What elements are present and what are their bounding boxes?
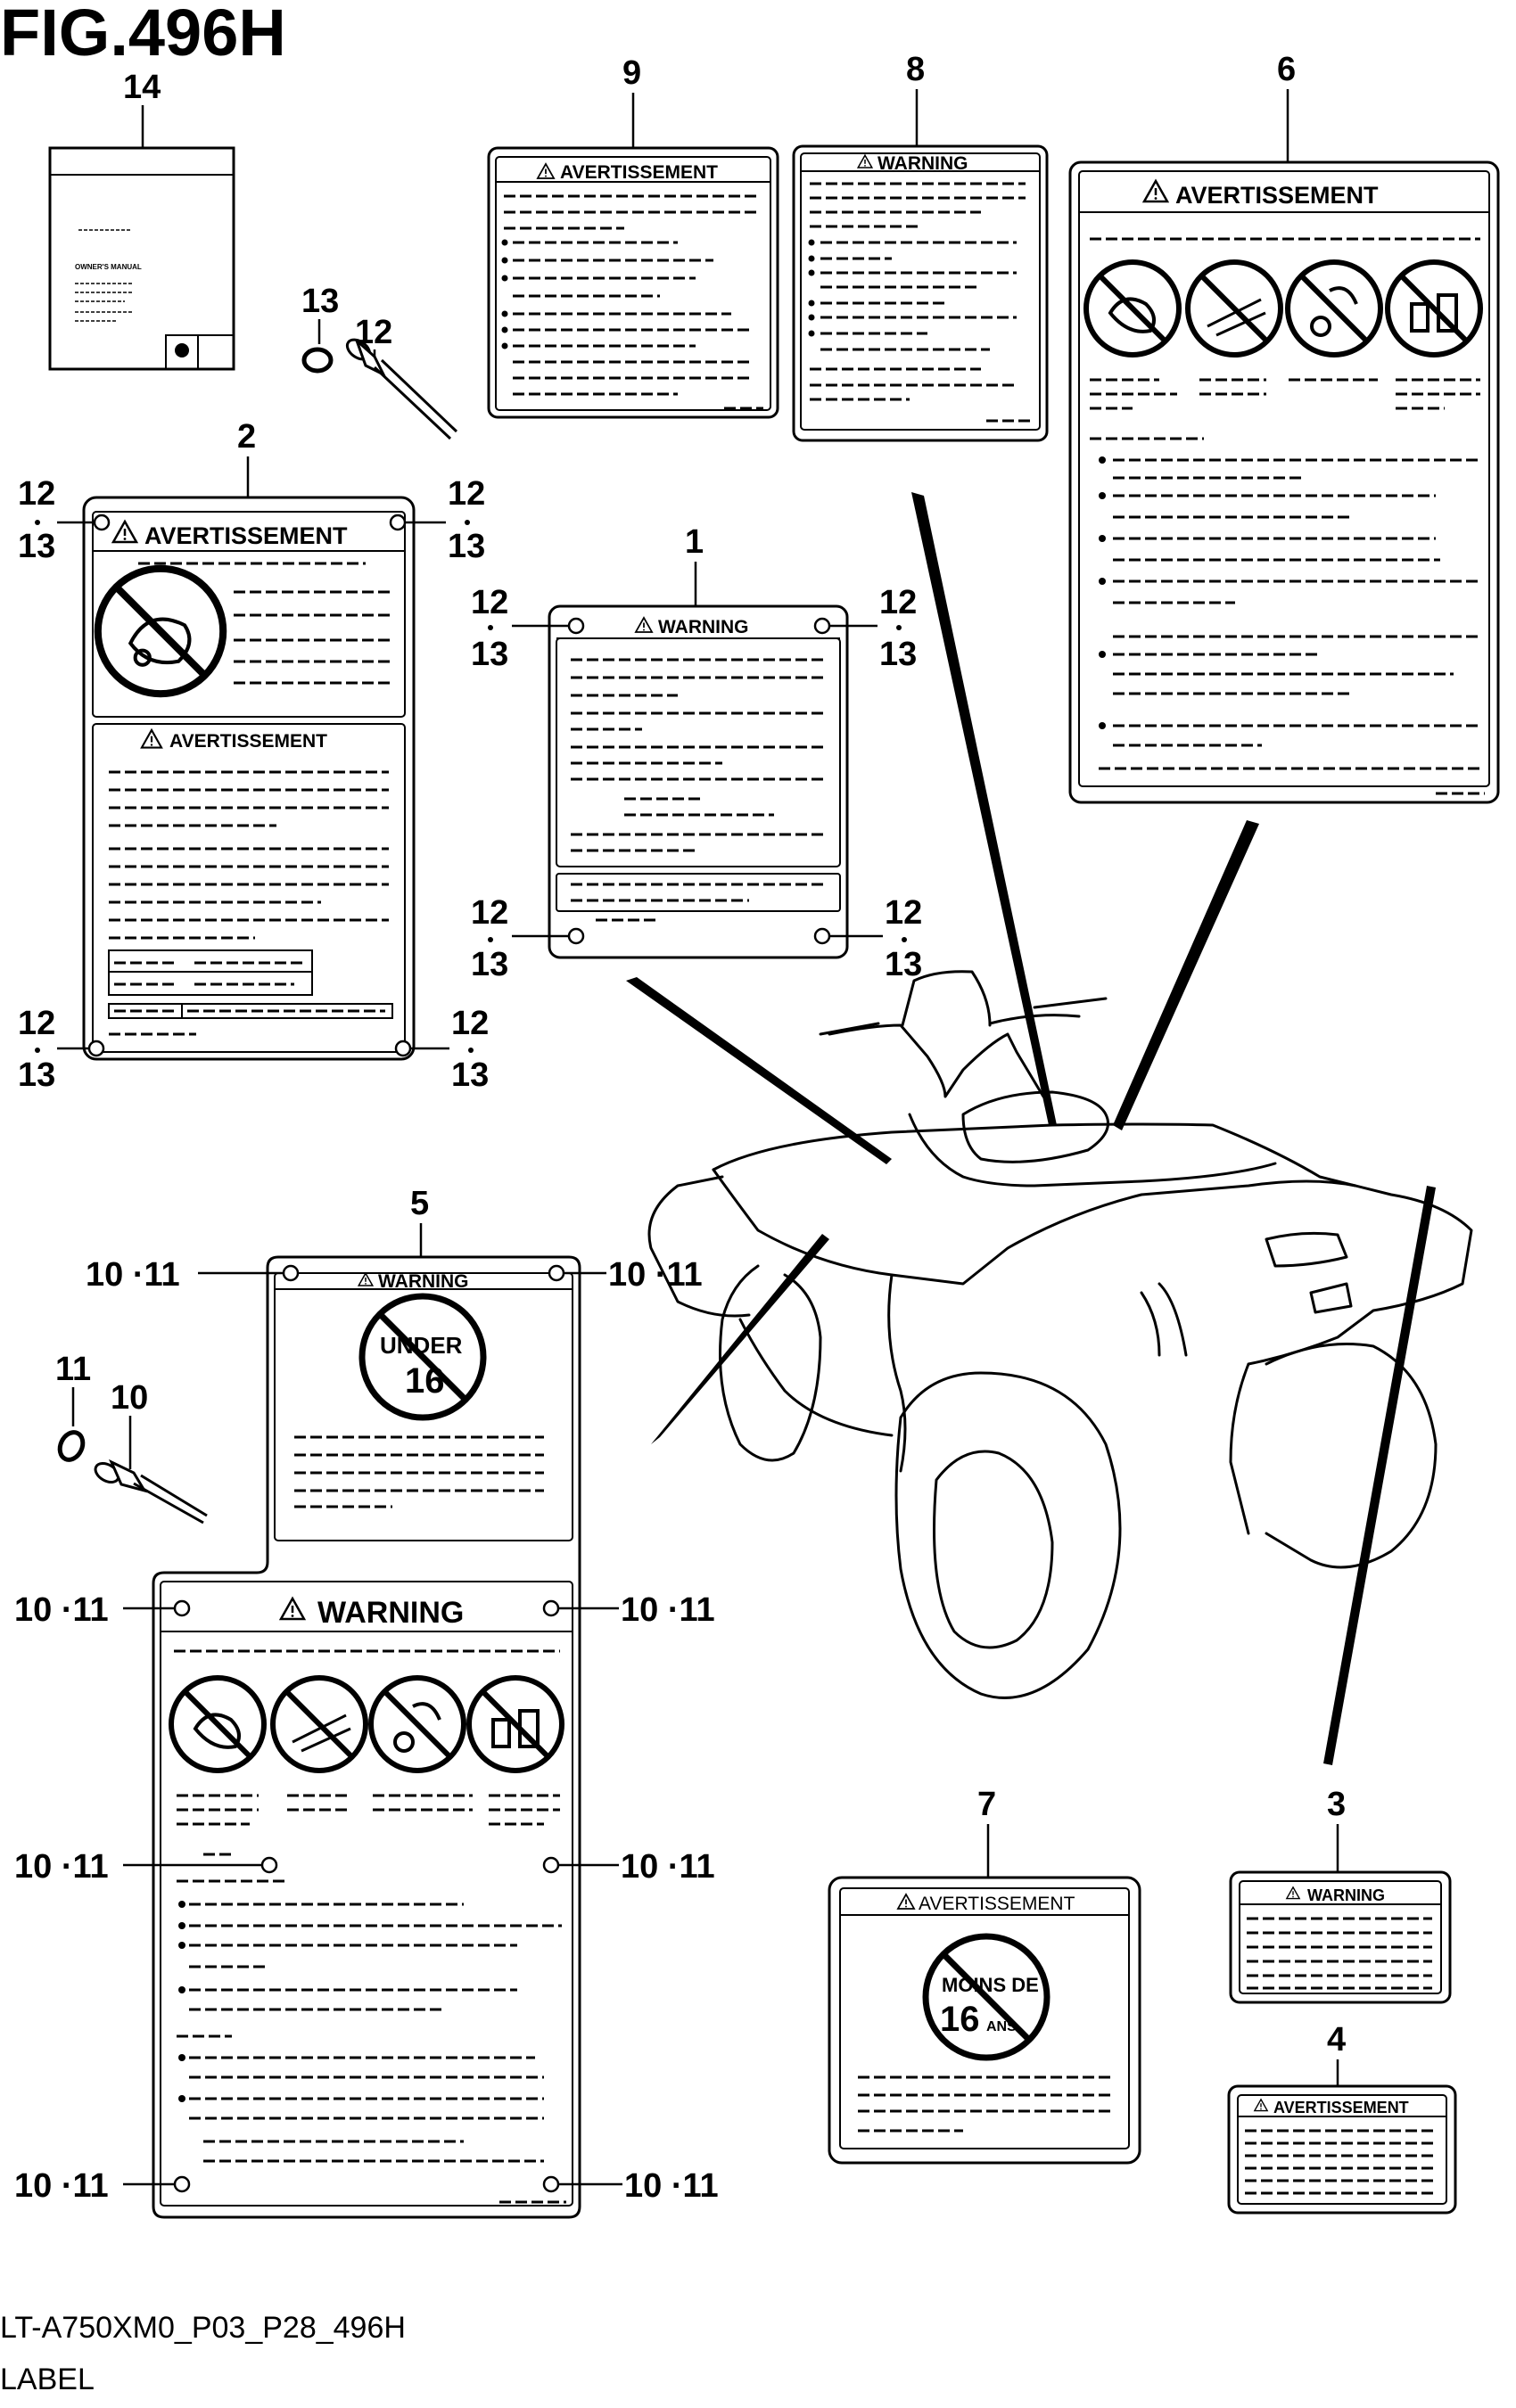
callout-13-l2-bl: 13 <box>18 1056 55 1094</box>
callout-12-l2-br: 12 <box>451 1005 489 1042</box>
age-16-text-fr: 16 <box>940 2000 980 2039</box>
callout-9: 9 <box>622 54 641 92</box>
label-5-heading-top: WARNING <box>378 1271 469 1292</box>
callout-13-l1-bl: 13 <box>471 946 508 983</box>
figure-title: FIG.496H <box>0 0 286 70</box>
label-2-heading-top: AVERTISSEMENT <box>144 522 348 549</box>
callout-12-l2-bl: 12 <box>18 1005 55 1042</box>
callout-8: 8 <box>906 51 925 88</box>
under-16-prohibition-icon: UNDER 16 <box>358 1293 487 1421</box>
atv-vehicle-outline <box>647 970 1473 1699</box>
part-10-11-rivet-washer: 11 10 <box>55 1351 208 1525</box>
part-3-warning-label: 3 WARNING <box>1229 1786 1452 2004</box>
callout-7: 7 <box>977 1786 996 1823</box>
callout-5: 5 <box>410 1185 429 1222</box>
part-5-warning-label: 5 WARNING UNDER 16 WARNING <box>14 1185 719 2219</box>
moins-de-text: MOINS DE <box>942 1974 1039 1996</box>
callout-14: 14 <box>123 69 161 106</box>
callout-10-11-l5-b: 10 ·11 <box>608 1256 703 1294</box>
callout-12-l1-tl: 12 <box>471 584 508 621</box>
part-6-avertissement-label: 6 AVERTISSEMENT <box>1068 51 1500 804</box>
rivet-icon-bottom <box>94 1459 208 1525</box>
label-5-heading-main: WARNING <box>317 1596 464 1630</box>
moins-de-16-ans-prohibition-icon: MOINS DE 16 ANS <box>922 1933 1050 2061</box>
part-12-13-rivet-washer: 13 12 <box>301 283 458 440</box>
part-2-avertissement-label: 2 AVERTISSEMENT AVERTISSEMENT 12 13 12 1… <box>18 418 489 1094</box>
callout-10-11-l5-g: 10 ·11 <box>14 2167 109 2205</box>
callout-1: 1 <box>685 523 704 561</box>
figure-caption: LABEL <box>0 2363 95 2396</box>
callout-10-11-l5-d: 10 ·11 <box>621 1591 715 1629</box>
callout-10: 10 <box>111 1379 148 1417</box>
callout-12-l1-bl: 12 <box>471 894 508 932</box>
callout-12-l1-tr: 12 <box>879 584 917 621</box>
age-16-text: 16 <box>405 1361 445 1401</box>
callout-13-l2-br: 13 <box>451 1056 489 1094</box>
callout-13-l1-br: 13 <box>885 946 922 983</box>
label-7-heading: AVERTISSEMENT <box>919 1894 1075 1914</box>
model-code: LT-A750XM0_P03_P28_496H <box>0 2311 406 2345</box>
callout-11: 11 <box>55 1351 91 1388</box>
callout-13-l1-tr: 13 <box>879 636 917 673</box>
callout-4: 4 <box>1327 2021 1346 2059</box>
label-9-heading: AVERTISSEMENT <box>560 162 718 183</box>
callout-10-11-l5-a: 10 ·11 <box>86 1256 180 1294</box>
label-1-heading: WARNING <box>658 617 749 637</box>
part-1-warning-label: 1 WARNING 12 13 12 13 12 13 12 13 <box>471 523 922 983</box>
label-2-heading-bottom: AVERTISSEMENT <box>169 731 327 752</box>
label-8-heading: WARNING <box>877 153 968 174</box>
manual-logo-icon <box>175 343 189 358</box>
label-4-heading: AVERTISSEMENT <box>1273 2099 1409 2116</box>
callout-10-11-l5-e: 10 ·11 <box>14 1848 109 1886</box>
part-14-owners-manual: 14 OWNER'S MANUAL <box>48 69 235 371</box>
callout-13-l2-tr: 13 <box>448 528 485 565</box>
callout-12-l2-tl: 12 <box>18 475 55 513</box>
part-8-warning-label: 8 WARNING <box>792 51 1049 442</box>
rivet-icon <box>345 338 458 440</box>
label-location-pointers <box>626 492 1436 1765</box>
callout-13-l1-tl: 13 <box>471 636 508 673</box>
part-4-avertissement-label: 4 AVERTISSEMENT <box>1227 2021 1457 2215</box>
callout-10-11-l5-c: 10 ·11 <box>14 1591 109 1629</box>
label-6-heading: AVERTISSEMENT <box>1175 182 1379 209</box>
part-7-avertissement-label: 7 AVERTISSEMENT MOINS DE 16 ANS <box>828 1786 1141 2165</box>
label-3-heading: WARNING <box>1307 1886 1385 1904</box>
callout-13: 13 <box>301 283 339 320</box>
washer-icon-bottom <box>57 1430 86 1462</box>
washer-icon <box>301 347 334 374</box>
callout-12-l2-tr: 12 <box>448 475 485 513</box>
callout-12-l1-br: 12 <box>885 894 922 932</box>
callout-10-11-l5-h: 10 ·11 <box>624 2167 719 2205</box>
part-9-avertissement-label: 9 AVERTISSEMENT <box>487 54 779 419</box>
callout-3: 3 <box>1327 1786 1346 1823</box>
callout-13-l2-tl: 13 <box>18 528 55 565</box>
callout-6: 6 <box>1277 51 1296 88</box>
manual-cover-title: OWNER'S MANUAL <box>75 263 142 271</box>
callout-2: 2 <box>237 418 256 456</box>
callout-10-11-l5-f: 10 ·11 <box>621 1848 715 1886</box>
